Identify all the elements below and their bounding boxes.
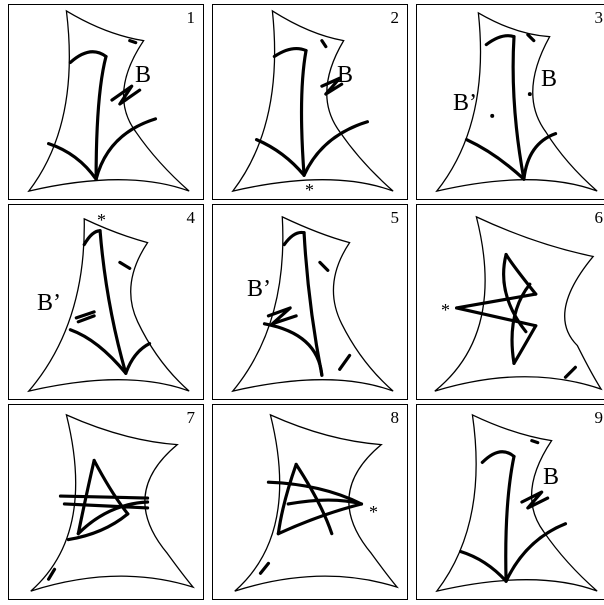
panel-2-drawing [231, 9, 394, 193]
label-b-prime: B’ [453, 90, 477, 116]
label-b-prime: B’ [37, 290, 61, 316]
asterisk-marker: * [369, 502, 378, 522]
panel-4: 4 B’ * [8, 204, 204, 400]
panel-number: 3 [594, 8, 604, 27]
label-b-prime: B’ [247, 276, 271, 302]
asterisk-marker: * [441, 300, 450, 320]
panel-7: 7 [8, 404, 204, 600]
panel-9-drawing [435, 413, 598, 593]
panel-3-drawing [435, 11, 598, 193]
panel-number: 6 [594, 208, 604, 227]
panel-number: 8 [390, 408, 400, 427]
panel-number: 9 [594, 408, 604, 427]
panel-1: 1 B [8, 4, 204, 200]
panel-2: 2 B * [212, 4, 408, 200]
panel-1-drawing [27, 9, 190, 193]
panel-3: 3 B B’ [416, 4, 604, 200]
label-b: B [337, 62, 354, 88]
panel-6-drawing [434, 215, 603, 392]
label-b: B [135, 62, 152, 88]
label-b: B [541, 66, 558, 92]
asterisk-marker: * [305, 180, 314, 200]
panel-4-drawing [27, 217, 190, 393]
panel-6: 6 * [416, 204, 604, 400]
panel-9: 9 B [416, 404, 604, 600]
panel-number: 5 [390, 208, 400, 227]
panel-number: 7 [186, 408, 196, 427]
panel-8: 8 * [212, 404, 408, 600]
panel-7-drawing [30, 413, 196, 592]
asterisk-marker: * [97, 210, 106, 230]
panel-8-drawing [234, 413, 400, 592]
panel-number: 2 [390, 8, 400, 27]
panel-number: 1 [186, 8, 196, 27]
panel-number: 4 [186, 208, 196, 227]
panel-5: 5 B’ [212, 204, 408, 400]
panel-5-drawing [231, 215, 394, 393]
label-b: B [543, 464, 560, 490]
